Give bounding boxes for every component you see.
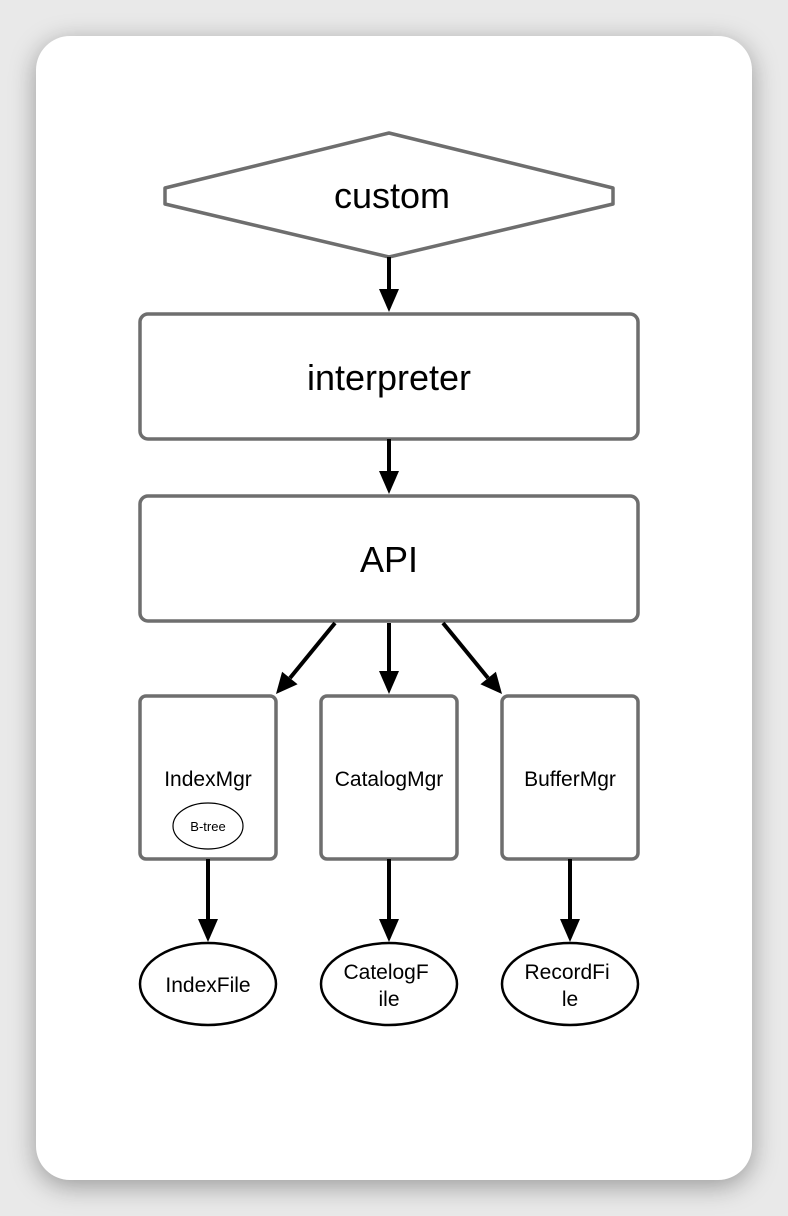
catelogfile-label-line1: CatelogF	[343, 961, 428, 984]
arrow-catalogmgr-catelogfile-head	[379, 919, 399, 942]
catalogmgr-label: CatalogMgr	[335, 768, 444, 791]
catelogfile-ellipse	[319, 941, 459, 1027]
buffermgr-label: BufferMgr	[524, 768, 616, 791]
custom-label: custom	[334, 175, 450, 216]
arrow-interpreter-api-head	[379, 471, 399, 494]
arrow-api-indexmgr-head	[276, 671, 298, 694]
arrow-custom-interpreter-head	[379, 289, 399, 312]
api-box	[138, 494, 640, 623]
catelogfile-label: CatelogF ile	[343, 961, 434, 1011]
interpreter-label: interpreter	[307, 357, 471, 398]
arrow-api-buffermgr	[441, 621, 490, 680]
recordfile-label: RecordFi le	[524, 961, 615, 1011]
catelogfile-label-line2: ile	[378, 988, 399, 1011]
recordfile-ellipse	[500, 941, 640, 1027]
arrow-indexmgr-indexfile-head	[198, 919, 218, 942]
btree-ellipse	[172, 802, 244, 850]
indexmgr-label: IndexMgr	[164, 768, 252, 791]
api-label: API	[360, 539, 418, 580]
arrow-api-catalogmgr-head	[379, 671, 399, 694]
arrow-api-indexmgr	[288, 621, 337, 680]
recordfile-label-line1: RecordFi	[524, 961, 609, 984]
arrow-buffermgr-recordfile-head	[560, 919, 580, 942]
indexfile-label: IndexFile	[165, 974, 250, 997]
arrow-api-buffermgr-head	[480, 671, 502, 694]
recordfile-label-line2: le	[562, 988, 578, 1011]
btree-label: B-tree	[190, 819, 225, 834]
indexfile-ellipse	[138, 941, 278, 1027]
